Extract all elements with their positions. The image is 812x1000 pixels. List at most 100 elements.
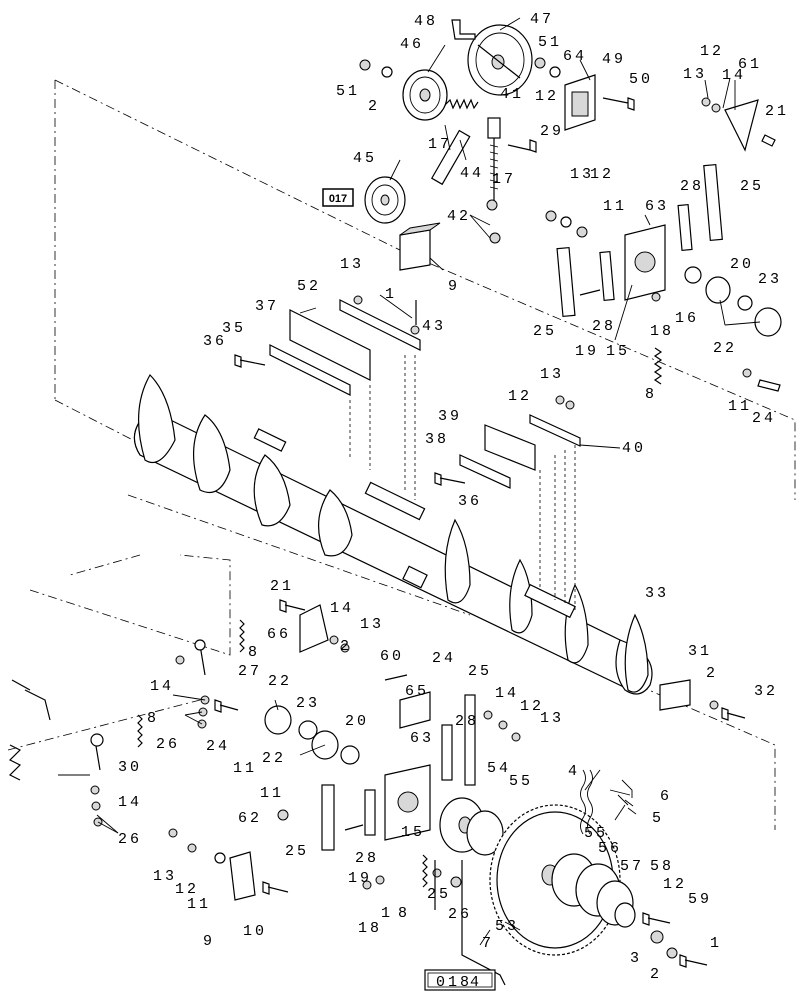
callout-14: 14 bbox=[150, 678, 174, 695]
reference-box-018[interactable]: 018 4 bbox=[424, 969, 496, 991]
callout-45: 45 bbox=[353, 150, 377, 167]
callout-10: 10 bbox=[243, 923, 267, 940]
callout-36: 36 bbox=[458, 493, 482, 510]
callout-25: 25 bbox=[468, 663, 492, 680]
callout-25: 25 bbox=[427, 886, 451, 903]
reference-label-018-suffix: 4 bbox=[470, 974, 482, 991]
callout-1: 1 bbox=[710, 935, 722, 952]
callout-12: 12 bbox=[700, 43, 724, 60]
callout-14: 14 bbox=[495, 685, 519, 702]
callout-13: 13 bbox=[540, 366, 564, 383]
callout-7: 7 bbox=[482, 935, 494, 952]
callout-11: 11 bbox=[233, 760, 257, 777]
callout-18: 18 bbox=[650, 323, 674, 340]
callout-11: 11 bbox=[728, 398, 752, 415]
callout-4: 4 bbox=[568, 763, 580, 780]
callout-62: 62 bbox=[238, 810, 262, 827]
callout-13: 13 bbox=[540, 710, 564, 727]
callout-15: 15 bbox=[401, 824, 425, 841]
callout-29: 29 bbox=[540, 123, 564, 140]
callout-43: 43 bbox=[422, 318, 446, 335]
callout-14: 14 bbox=[722, 67, 746, 84]
callout-13: 13 bbox=[153, 868, 177, 885]
callout-21: 21 bbox=[765, 103, 789, 120]
callout-6: 6 bbox=[660, 788, 672, 805]
callout-12: 12 bbox=[663, 876, 687, 893]
callout-38: 38 bbox=[425, 431, 449, 448]
callout-66: 66 bbox=[267, 626, 291, 643]
callout-13: 13 bbox=[360, 616, 384, 633]
callout-55: 55 bbox=[584, 825, 608, 842]
callout-54: 54 bbox=[487, 760, 511, 777]
callout-8: 8 bbox=[248, 644, 260, 661]
callout-48: 48 bbox=[414, 13, 438, 30]
callout-20: 20 bbox=[345, 713, 369, 730]
callout-60: 60 bbox=[380, 648, 404, 665]
callout-8: 8 bbox=[645, 386, 657, 403]
callout-27: 27 bbox=[238, 663, 262, 680]
callout-8: 8 bbox=[398, 905, 410, 922]
callout-14: 14 bbox=[330, 600, 354, 617]
callout-36: 36 bbox=[203, 333, 227, 350]
callout-1: 1 bbox=[385, 286, 397, 303]
right-bearing-group bbox=[545, 97, 782, 392]
callout-9: 9 bbox=[448, 278, 460, 295]
callout-61: 61 bbox=[738, 56, 762, 73]
callout-63: 63 bbox=[645, 198, 669, 215]
callout-26: 26 bbox=[156, 736, 180, 753]
callout-33: 33 bbox=[645, 585, 669, 602]
callout-65: 65 bbox=[405, 683, 429, 700]
callout-47: 47 bbox=[530, 11, 554, 28]
callout-18: 18 bbox=[358, 920, 382, 937]
callout-22: 22 bbox=[268, 673, 292, 690]
callout-23: 23 bbox=[296, 695, 320, 712]
callout-57: 57 bbox=[620, 858, 644, 875]
callout-25: 25 bbox=[740, 178, 764, 195]
bar-group bbox=[234, 295, 581, 610]
auger-assembly bbox=[133, 374, 653, 695]
callout-22: 22 bbox=[262, 750, 286, 767]
callout-44: 44 bbox=[460, 165, 484, 182]
callout-35: 35 bbox=[222, 320, 246, 337]
callout-17: 17 bbox=[492, 171, 516, 188]
callout-16: 16 bbox=[675, 310, 699, 327]
break-marks bbox=[8, 679, 51, 781]
drive-sprocket-group bbox=[434, 769, 708, 986]
reference-label-017: 017 bbox=[329, 193, 347, 205]
callout-30: 30 bbox=[118, 759, 142, 776]
callout-13: 13 bbox=[340, 256, 364, 273]
callout-25: 25 bbox=[533, 323, 557, 340]
callout-42: 42 bbox=[447, 208, 471, 225]
callout-15: 15 bbox=[606, 343, 630, 360]
callout-11: 11 bbox=[603, 198, 627, 215]
callout-50: 50 bbox=[629, 71, 653, 88]
callout-9: 9 bbox=[203, 933, 215, 950]
callout-12: 12 bbox=[535, 88, 559, 105]
callout-28: 28 bbox=[455, 713, 479, 730]
callout-13: 13 bbox=[683, 66, 707, 83]
callout-3: 3 bbox=[630, 950, 642, 967]
callout-5: 5 bbox=[652, 810, 664, 827]
reference-box-017[interactable]: 017 bbox=[322, 188, 354, 207]
callout-14: 14 bbox=[118, 794, 142, 811]
callout-2: 2 bbox=[650, 966, 662, 983]
callout-41: 41 bbox=[500, 86, 524, 103]
callout-8: 8 bbox=[147, 710, 159, 727]
callout-51: 51 bbox=[538, 34, 562, 51]
callout-32: 32 bbox=[754, 683, 778, 700]
callout-11: 11 bbox=[260, 785, 284, 802]
callout-24: 24 bbox=[752, 410, 776, 427]
callout-46: 46 bbox=[400, 36, 424, 53]
callout-12: 12 bbox=[175, 881, 199, 898]
callout-12: 12 bbox=[520, 698, 544, 715]
callout-12: 12 bbox=[508, 388, 532, 405]
callout-24: 24 bbox=[432, 650, 456, 667]
leader-lines bbox=[58, 17, 761, 946]
callout-49: 49 bbox=[602, 51, 626, 68]
callout-26: 26 bbox=[118, 831, 142, 848]
callout-24: 24 bbox=[206, 738, 230, 755]
callout-53: 53 bbox=[495, 918, 519, 935]
callout-28: 28 bbox=[592, 318, 616, 335]
